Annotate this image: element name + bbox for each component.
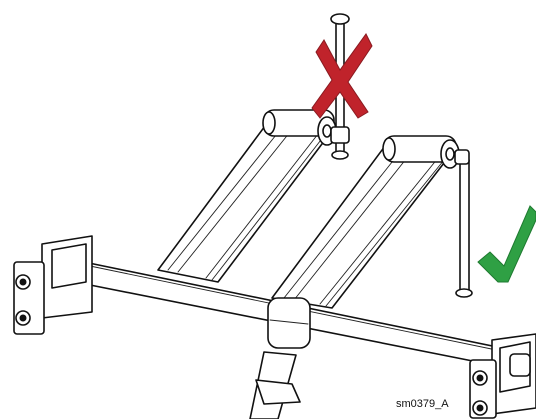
incorrect-mark-icon bbox=[311, 33, 373, 119]
correct-mark-icon bbox=[477, 205, 536, 283]
correct-pin bbox=[454, 149, 473, 298]
right-swing-arm bbox=[271, 135, 460, 309]
center-clamp bbox=[249, 297, 311, 419]
figure-id-label: sm0379_A bbox=[396, 398, 449, 410]
right-bracket bbox=[469, 333, 536, 419]
left-bracket bbox=[13, 235, 93, 335]
